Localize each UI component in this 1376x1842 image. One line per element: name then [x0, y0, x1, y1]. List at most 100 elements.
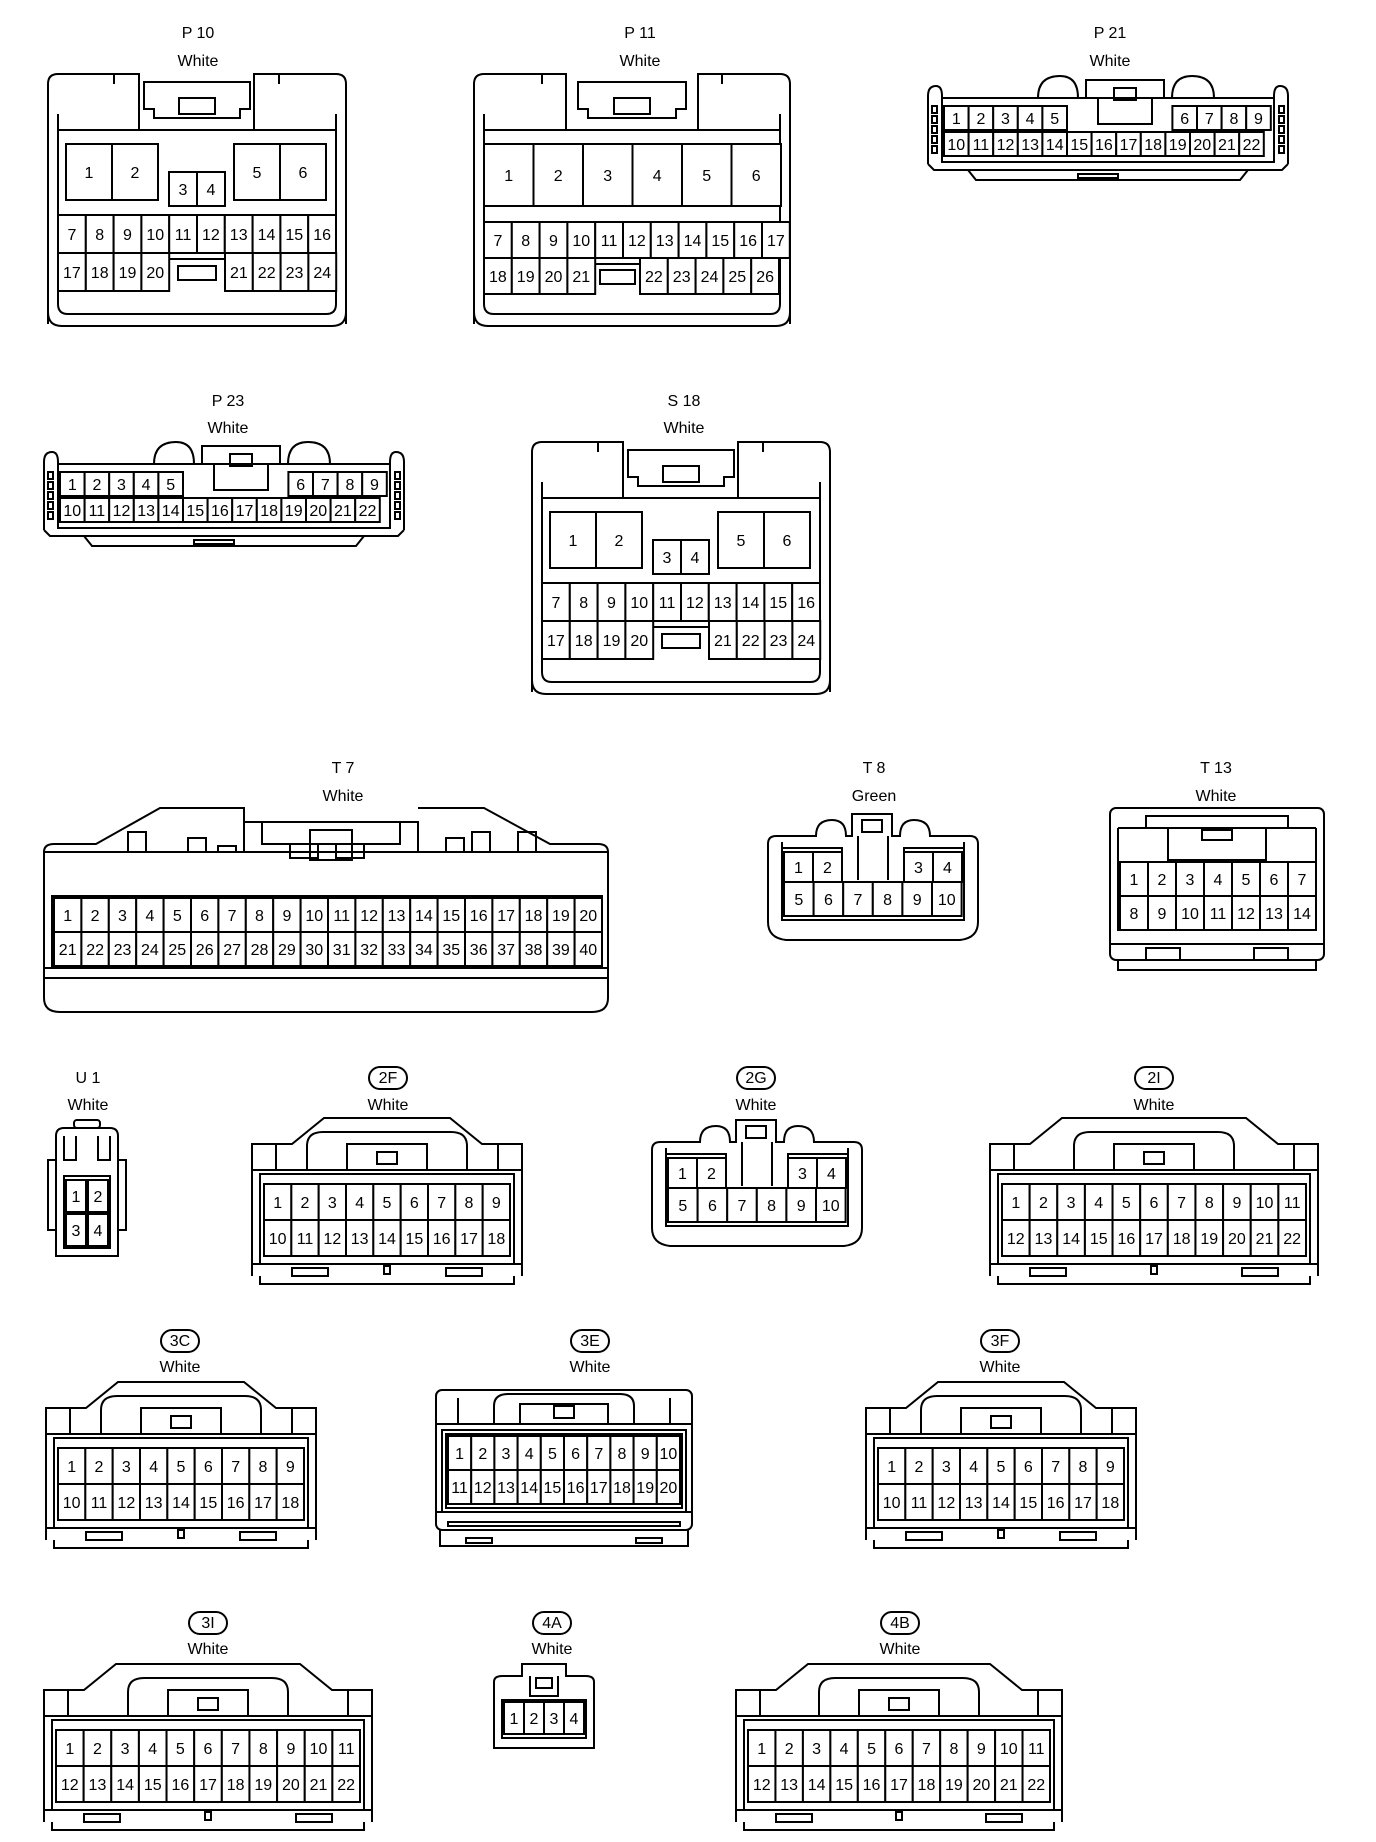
pin-number: 19 [285, 503, 303, 520]
pin-cell: 14 [166, 1483, 196, 1521]
pin-number: 4 [355, 1195, 364, 1212]
pin-number: 3 [1186, 872, 1195, 889]
pin-cell: 11 [327, 897, 357, 933]
pin-cell: 5 [986, 1447, 1016, 1485]
pin-number: 19 [1200, 1231, 1218, 1248]
pin-cell: 14 [677, 221, 708, 259]
pin-cell: 1 [1119, 861, 1149, 897]
pin-cell: 6 [193, 1729, 223, 1767]
connector-color: White [188, 1641, 229, 1658]
pin-cell: 4 [1016, 105, 1044, 131]
pin-number: 10 [1000, 1741, 1018, 1758]
connector-color: White [664, 420, 705, 437]
pin-number: 21 [334, 503, 352, 520]
pin-number: 10 [146, 227, 164, 244]
pin-number: 11 [338, 1741, 355, 1758]
pin-number: 1 [67, 1459, 76, 1476]
pin-cell: 14 [157, 497, 184, 523]
pin-number: 17 [63, 265, 81, 282]
pin-number: 7 [551, 595, 560, 612]
connector-name: 3C [170, 1333, 190, 1350]
pin-number: 2 [823, 860, 832, 877]
pin-number: 2 [554, 168, 563, 185]
pin-number: 9 [286, 1741, 295, 1758]
pin-cell: 18 [84, 252, 115, 292]
pin-cell: 7 [1196, 105, 1223, 131]
pin-cell: 19 [510, 257, 541, 295]
pin-number: 9 [370, 477, 379, 494]
connector-badge [880, 1611, 920, 1635]
pin-number: 12 [753, 1777, 771, 1794]
pin-cell: 5 [1111, 1183, 1142, 1221]
pin-number: 16 [227, 1495, 245, 1512]
pin-cell: 19 [112, 252, 143, 292]
pin-cell: 7 [726, 1187, 758, 1223]
pin-number: 2 [1158, 872, 1167, 889]
pin-number: 21 [59, 942, 77, 959]
pin-number: 25 [168, 942, 186, 959]
pin-number: 9 [1254, 111, 1263, 128]
pin-cell: 1 [447, 1435, 473, 1471]
pin-cell: 18 [609, 1469, 635, 1505]
pin-cell: 18 [1139, 131, 1167, 157]
pin-number: 12 [1237, 906, 1255, 923]
pin-number: 11 [333, 908, 350, 925]
pin-cell: 13 [82, 1765, 113, 1803]
pin-cell: 19 [1164, 131, 1192, 157]
pin-cell: 10 [299, 897, 330, 933]
pin-cell: 10 [943, 131, 970, 157]
pin-number: 19 [603, 633, 621, 650]
pin-cell: 1 [65, 1179, 87, 1213]
pin-cell: 14 [1287, 895, 1317, 931]
pin-cell: 22 [735, 620, 766, 660]
pin-number: 1 [569, 533, 578, 550]
connector-color: White [1090, 53, 1131, 70]
pin-number: 10 [63, 1495, 81, 1512]
pin-number: 2 [530, 1711, 539, 1728]
pin-cell: 5 [165, 1729, 196, 1767]
pin-cell: 21 [224, 252, 254, 292]
pin-number: 21 [230, 265, 248, 282]
pin-cell: 10 [1249, 1183, 1280, 1221]
pin-cell: 15 [1066, 131, 1093, 157]
pin-cell: 1 [503, 1701, 525, 1735]
pin-number: 4 [840, 1741, 849, 1758]
pin-number: 7 [1051, 1459, 1060, 1476]
pin-cell: 13 [774, 1765, 804, 1803]
pin-number: 1 [1011, 1195, 1020, 1212]
pin-cell: 9 [112, 214, 143, 254]
pin-cell: 6 [1139, 1183, 1169, 1221]
pin-cell: 6 [399, 1183, 429, 1221]
pin-cell: 24 [135, 931, 165, 967]
pin-cell: 15 [279, 214, 310, 254]
pin-cell: 7 [312, 471, 339, 497]
pin-cell: 13 [649, 221, 680, 259]
pin-cell: 3 [168, 171, 198, 207]
connector-color: White [980, 1359, 1021, 1376]
pin-cell: 11 [594, 221, 625, 259]
pin-number: 17 [199, 1777, 217, 1794]
pin-cell: 17 [586, 1469, 612, 1505]
pin-number: 12 [61, 1777, 79, 1794]
pin-number: 17 [1145, 1231, 1163, 1248]
pin-number: 1 [65, 1741, 74, 1758]
pin-cell: 9 [272, 897, 302, 933]
pin-cell: 2 [82, 1729, 113, 1767]
pin-cell: 22 [1238, 131, 1265, 157]
pin-number: 4 [943, 860, 952, 877]
pin-number: 19 [119, 265, 137, 282]
pin-cell: 16 [563, 1469, 589, 1505]
pin-number: 11 [1028, 1741, 1045, 1758]
pin-number: 6 [824, 892, 833, 909]
pin-cell: 14 [1056, 1219, 1086, 1257]
pin-number: 20 [579, 908, 597, 925]
pin-cell: 17 [1139, 1219, 1169, 1257]
pin-cell: 9 [901, 881, 934, 917]
pin-number: 7 [231, 1459, 240, 1476]
pin-cell: 6 [812, 881, 845, 917]
pin-number: 18 [489, 269, 507, 286]
